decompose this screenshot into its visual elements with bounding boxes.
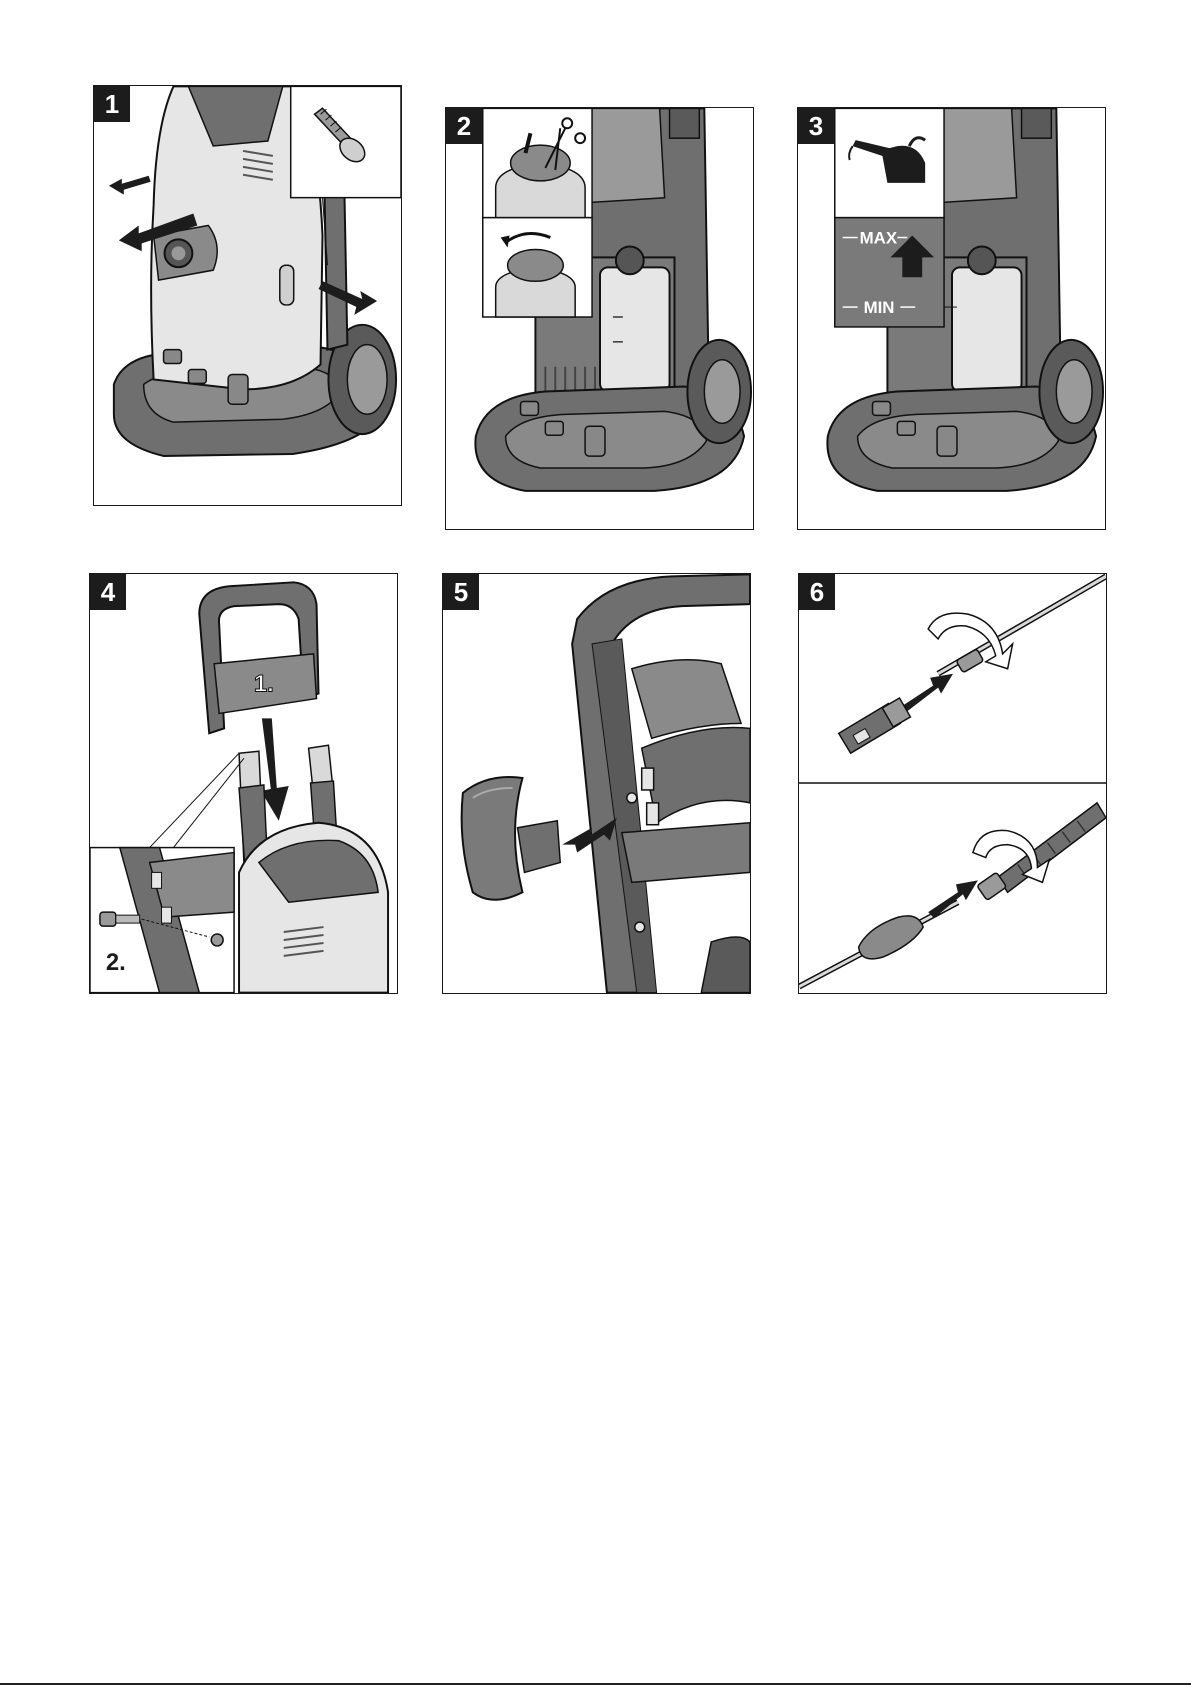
insert-arrow-icon <box>898 674 953 714</box>
panel-5: 5 <box>442 573 751 994</box>
panel-1: 1 <box>93 85 402 506</box>
oil-bottle-icon <box>600 267 670 391</box>
panel-6: 6 <box>798 573 1107 994</box>
max-label: MAX <box>860 228 898 247</box>
panel-4: 4 1. 2. <box>89 573 398 994</box>
panel-number-badge: 4 <box>90 574 126 610</box>
panel-number-badge: 2 <box>446 108 482 144</box>
insert-arrow-icon <box>928 880 978 918</box>
nozzle-icon <box>839 698 911 753</box>
panel-3-illustration: MAX MIN <box>798 108 1105 529</box>
panel-1-illustration <box>94 86 401 505</box>
panel-2: 2 <box>445 107 754 530</box>
panel-2-illustration <box>446 108 753 529</box>
panel-5-illustration <box>443 574 750 993</box>
panel-number-badge: 6 <box>799 574 835 610</box>
hose-holder-icon <box>462 777 561 900</box>
page-bottom-rule <box>0 1683 1191 1685</box>
panel-number-badge: 1 <box>94 86 130 122</box>
panel-4-illustration: 1. 2. <box>90 574 397 993</box>
arrow-icon <box>109 176 151 195</box>
panel-number-badge: 3 <box>798 108 834 144</box>
step-2-label: 2. <box>106 949 126 976</box>
min-label: MIN <box>864 298 895 317</box>
panel-3: 3 MAX MIN <box>797 107 1106 530</box>
step-1-label: 1. <box>254 671 274 698</box>
lance-grip-icon <box>859 916 924 959</box>
nut-icon <box>211 934 223 946</box>
panel-6-illustration <box>799 574 1106 993</box>
panel-number-badge: 5 <box>443 574 479 610</box>
oil-bottle-icon <box>952 267 1022 391</box>
hose-icon <box>977 803 1106 901</box>
